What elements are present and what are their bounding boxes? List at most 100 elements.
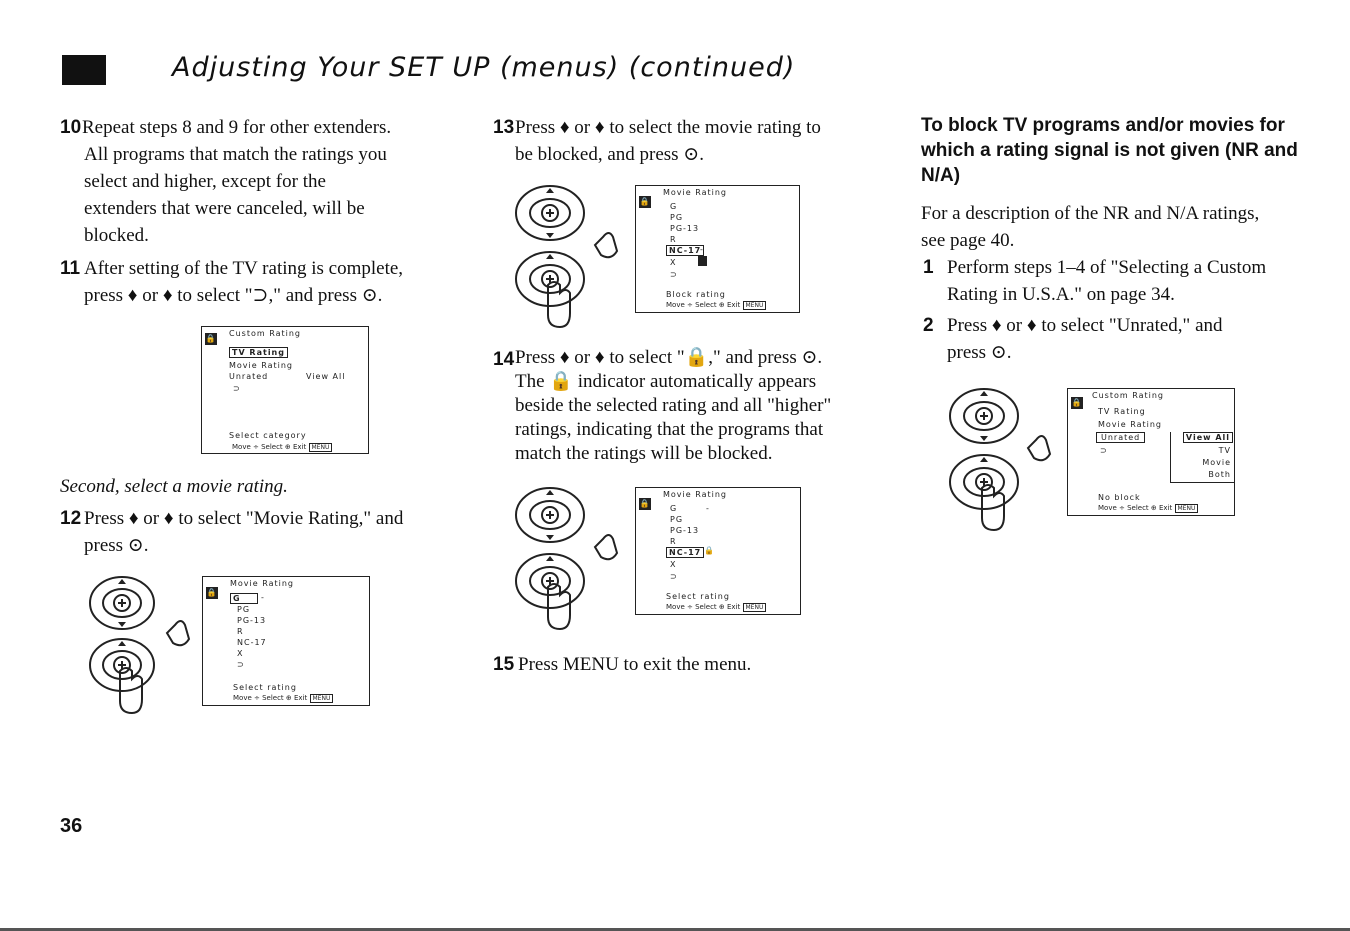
- step-1-line: Perform steps 1–4 of "Selecting a Custom: [947, 257, 1267, 278]
- lock-icon: [698, 256, 707, 266]
- osd-rating-pg13: PG-13: [670, 224, 700, 233]
- lock-icon: 🔒: [639, 196, 651, 208]
- step-10-text: Repeat steps 8 and 9 for other extenders…: [82, 114, 391, 249]
- step-13-text: Press ♦ or ♦ to select the movie rating …: [515, 114, 821, 168]
- osd-dash: -: [261, 593, 265, 602]
- osd-status: No block: [1098, 493, 1141, 502]
- step-12-line: Press ♦ or ♦ to select "Movie Rating," a…: [84, 508, 404, 529]
- lock-icon: 🔒: [1071, 397, 1083, 409]
- option-view-all: View All: [1182, 432, 1233, 443]
- osd-rating-x: X: [670, 560, 677, 569]
- osd-rating-x: X: [237, 649, 244, 658]
- osd-footer: Move ÷ Select ⊕ Exit: [666, 603, 741, 611]
- remote-control-icon: [515, 185, 619, 329]
- page-number: 36: [60, 815, 83, 837]
- osd-title: Movie Rating: [663, 490, 728, 499]
- lock-icon: 🔒: [704, 546, 715, 555]
- step-10-line: Repeat steps 8 and 9 for other extenders…: [82, 117, 392, 138]
- movie-rating-osd: 🔒 Movie Rating G - PG PG-13 R NC-17 🔒 X …: [635, 487, 801, 615]
- osd-title: Movie Rating: [230, 579, 295, 588]
- step-12-text: Press ♦ or ♦ to select "Movie Rating," a…: [84, 505, 403, 559]
- back-icon: ⊃: [233, 384, 241, 393]
- step-11-text: After setting of the TV rating is comple…: [84, 255, 403, 309]
- osd-item-movie-rating: Movie Rating: [229, 361, 294, 370]
- page-title: Adjusting Your SET UP (menus) (continued…: [172, 52, 796, 83]
- osd-item-tv-rating: TV Rating: [229, 347, 288, 358]
- osd-title: Movie Rating: [663, 188, 728, 197]
- custom-rating-osd: 🔒 Custom Rating TV Rating Movie Rating U…: [201, 326, 369, 454]
- osd-footer: Move ÷ Select ⊕ Exit: [232, 443, 307, 451]
- step-10-number: 10: [60, 117, 82, 138]
- osd-rating-nc17: NC-17: [666, 245, 705, 256]
- step-15-number: 15: [493, 654, 515, 675]
- osd-dash: -: [700, 245, 704, 254]
- step-11-line: press ♦ or ♦ to select "⊃," and press ⊙.: [84, 285, 383, 306]
- osd-rating-pg: PG: [670, 213, 684, 222]
- step-14-line: beside the selected rating and all "high…: [515, 395, 832, 416]
- step-1-number: 1: [923, 257, 934, 278]
- menu-icon: MENU: [742, 603, 767, 612]
- osd-rating-pg13: PG-13: [670, 526, 700, 535]
- menu-icon: MENU: [1174, 504, 1199, 513]
- back-icon: ⊃: [1100, 446, 1108, 455]
- step-2-line: press ⊙.: [947, 342, 1012, 363]
- menu-icon: MENU: [309, 694, 334, 703]
- osd-rating-r: R: [670, 235, 677, 244]
- unrated-options-panel: View All TV Movie Both: [1170, 432, 1235, 483]
- custom-rating-osd: 🔒 Custom Rating TV Rating Movie Rating U…: [1067, 388, 1235, 516]
- osd-rating-g: G: [670, 202, 678, 211]
- step-11-number: 11: [60, 258, 81, 279]
- step-10-line: blocked.: [84, 225, 149, 246]
- option-movie: Movie: [1202, 458, 1231, 467]
- movie-rating-osd: 🔒 Movie Rating G PG PG-13 R NC-17 - X ⊃ …: [635, 185, 800, 313]
- step-2-text: Press ♦ or ♦ to select "Unrated," and pr…: [947, 312, 1223, 366]
- section-marker: [62, 55, 106, 85]
- back-icon: ⊃: [670, 270, 678, 279]
- bottom-rule: [0, 928, 1350, 931]
- movie-rating-osd: 🔒 Movie Rating G - PG PG-13 R NC-17 X ⊃ …: [202, 576, 370, 706]
- osd-status: Select category: [229, 431, 307, 440]
- remote-control-icon: [89, 576, 191, 715]
- osd-rating-g: G: [670, 504, 678, 513]
- step-11-line: After setting of the TV rating is comple…: [84, 258, 404, 279]
- osd-title: Custom Rating: [1092, 391, 1164, 400]
- osd-footer: Move ÷ Select ⊕ Exit: [666, 301, 741, 309]
- step-14-text: Press ♦ or ♦ to select "🔒," and press ⊙.…: [515, 346, 831, 466]
- osd-rating-r: R: [237, 627, 244, 636]
- lock-icon: 🔒: [206, 587, 218, 599]
- step-12-number: 12: [60, 508, 82, 529]
- step-14-line: ratings, indicating that the programs th…: [515, 419, 824, 440]
- step-14-line: Press ♦ or ♦ to select "🔒," and press ⊙.: [515, 347, 823, 368]
- osd-item-movie-rating: Movie Rating: [1098, 420, 1163, 429]
- step-14-number: 14: [493, 349, 515, 370]
- step-10-line: select and higher, except for the: [84, 171, 326, 192]
- intro-line: see page 40.: [921, 230, 1015, 251]
- osd-footer: Move ÷ Select ⊕ Exit: [233, 694, 308, 702]
- step-2-number: 2: [923, 315, 934, 336]
- osd-item-tv-rating: TV Rating: [1098, 407, 1146, 416]
- step-1-line: Rating in U.S.A." on page 34.: [947, 284, 1175, 305]
- option-tv: TV: [1218, 446, 1231, 455]
- remote-control-icon: [949, 388, 1052, 532]
- osd-rating-nc17: NC-17: [237, 638, 267, 647]
- remote-control-icon: [515, 487, 619, 631]
- step-13-line: Press ♦ or ♦ to select the movie rating …: [515, 117, 821, 138]
- osd-rating-r: R: [670, 537, 677, 546]
- step-15-text: Press MENU to exit the menu.: [518, 654, 752, 675]
- step-1-text: Perform steps 1–4 of "Selecting a Custom…: [947, 254, 1266, 308]
- osd-item-unrated: Unrated: [1096, 432, 1146, 443]
- menu-icon: MENU: [308, 443, 333, 452]
- section-heading: To block TV programs and/or movies for w…: [921, 115, 1298, 186]
- option-both: Both: [1208, 470, 1231, 479]
- osd-status: Select rating: [233, 683, 297, 692]
- lock-icon: 🔒: [639, 498, 651, 510]
- osd-rating-g: G: [230, 593, 258, 604]
- osd-item-view-all: View All: [306, 372, 346, 381]
- step-2-line: Press ♦ or ♦ to select "Unrated," and: [947, 315, 1223, 336]
- osd-rating-x: X: [670, 258, 677, 267]
- intro-text: For a description of the NR and N/A rati…: [921, 200, 1259, 254]
- back-icon: ⊃: [670, 572, 678, 581]
- osd-item-unrated: Unrated: [229, 372, 269, 381]
- intro-line: For a description of the NR and N/A rati…: [921, 203, 1260, 224]
- osd-rating-nc17: NC-17: [666, 547, 705, 558]
